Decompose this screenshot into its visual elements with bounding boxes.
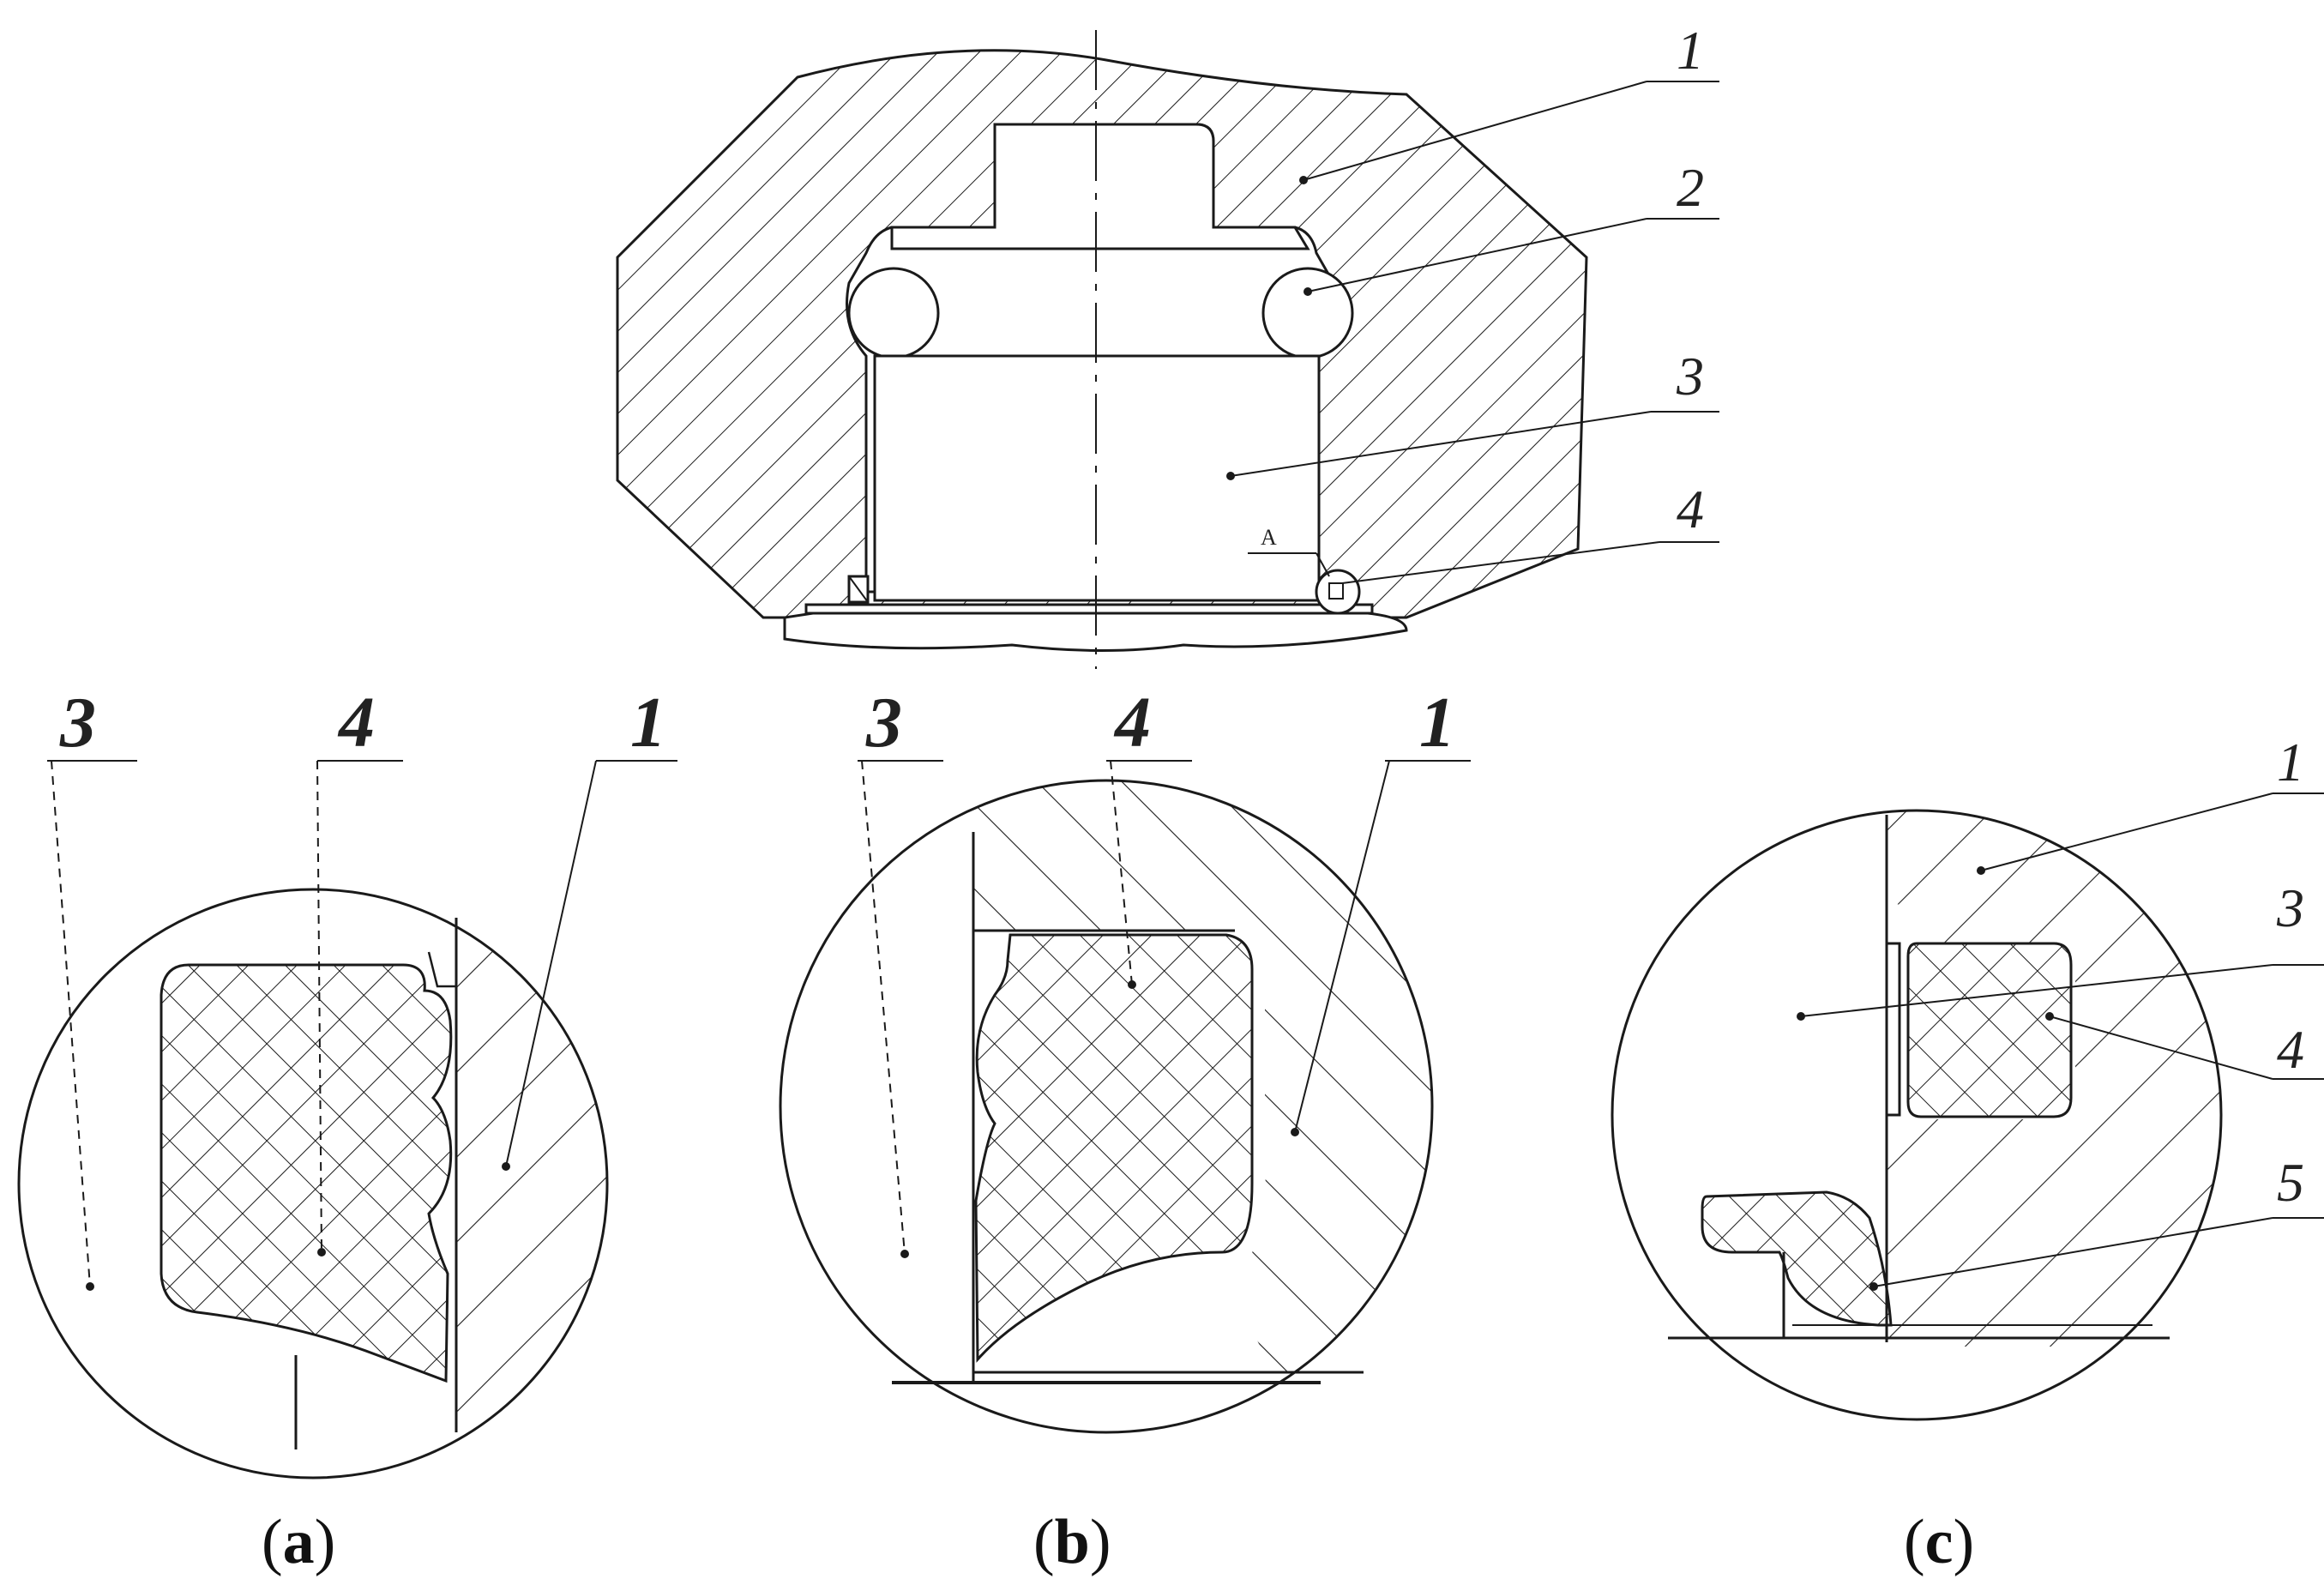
main-callout-1: 1	[1677, 20, 1704, 81]
detail-a-circle-outline	[17, 888, 609, 1480]
main-section-view	[616, 30, 1719, 669]
detail-b-callout-4: 4	[1113, 683, 1151, 762]
main-callout-4: 4	[1677, 479, 1704, 539]
detail-b-seal	[974, 933, 1254, 1363]
detail-c-view	[1611, 792, 2324, 1421]
detail-c-caption: (c)	[1904, 1507, 1974, 1577]
detail-c-circle-outline	[1611, 809, 2223, 1421]
detail-b-callout-1: 1	[1419, 683, 1455, 762]
detail-c-dots	[1797, 866, 2054, 1291]
detail-a-callout-3: 3	[59, 683, 96, 762]
detail-b-housing	[973, 780, 1432, 1372]
detail-mark-a: A	[1261, 525, 1277, 550]
detail-a-caption: (a)	[262, 1507, 335, 1577]
detail-c-seal-5	[1701, 1190, 1893, 1327]
detail-b-dots	[900, 980, 1299, 1258]
ball-right	[1261, 267, 1354, 359]
detail-a-housing	[456, 909, 607, 1478]
detail-a-callout-1: 1	[630, 683, 666, 762]
main-callout-3: 3	[1676, 346, 1704, 407]
detail-c-seal-4	[1906, 942, 2073, 1118]
main-callout-dots	[1226, 176, 1312, 480]
detail-a-circle	[1315, 569, 1361, 615]
detail-c-callout-5: 5	[2277, 1152, 2304, 1213]
detail-b-view	[779, 760, 1471, 1434]
detail-b-caption: (b)	[1033, 1507, 1111, 1577]
detail-c-housing	[1887, 811, 2221, 1347]
detail-a-dots	[86, 1162, 510, 1291]
detail-a-callout-4: 4	[337, 683, 375, 762]
detail-c-callout-1: 1	[2277, 732, 2304, 792]
detail-a-seal	[160, 963, 453, 1383]
detail-b-callout-3: 3	[865, 683, 902, 762]
shaft-body	[873, 354, 1321, 602]
detail-b-circle-outline	[779, 779, 1434, 1434]
main-callout-2: 2	[1677, 157, 1704, 218]
ball-left	[847, 267, 940, 359]
detail-c-callout-4: 4	[2277, 1019, 2304, 1080]
detail-c-callout-3: 3	[2276, 877, 2304, 938]
detail-a-view	[17, 760, 677, 1480]
